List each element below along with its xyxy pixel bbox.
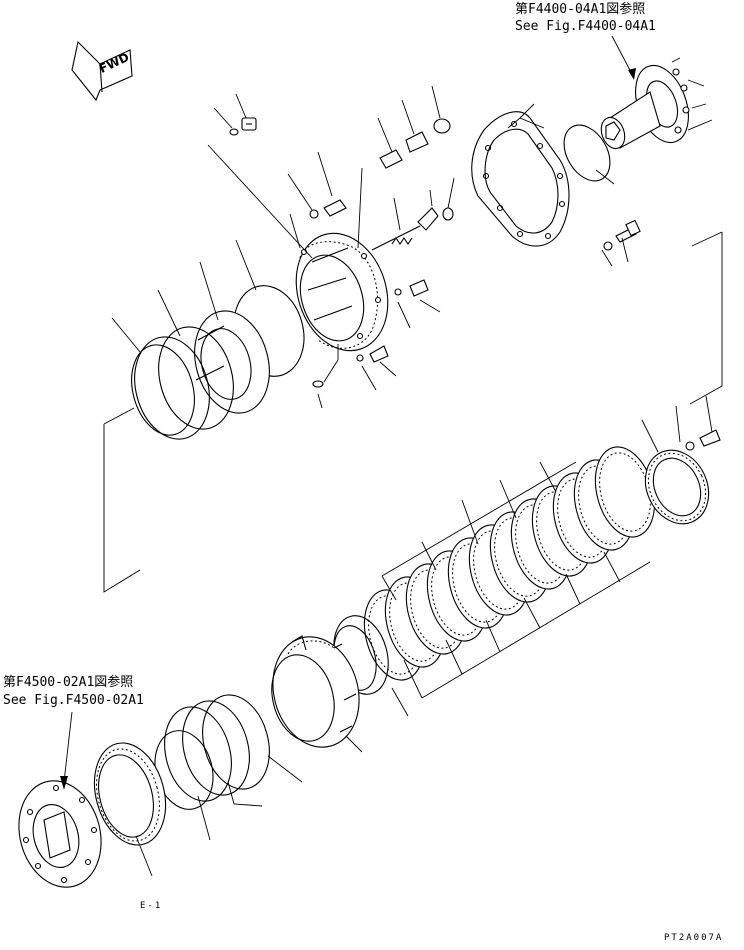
- leader-lines: [104, 58, 722, 876]
- clutch-drum: [261, 627, 371, 757]
- dowel-pin: [230, 129, 238, 135]
- ref-left-jp: 第F4500-02A1図参照: [3, 674, 133, 690]
- reference-arrow-top: [612, 36, 636, 80]
- inner-seal: [124, 328, 220, 447]
- bolt-a: [380, 150, 402, 168]
- o-ring: [555, 117, 620, 189]
- output-hub: [597, 58, 698, 152]
- bolt-housing-bottom: [357, 346, 388, 362]
- cover-plate: [472, 112, 569, 246]
- bolt-b: [406, 132, 428, 152]
- bolt-washer-gear: [686, 430, 720, 450]
- plug-top: [242, 118, 256, 130]
- bolt-washer-right: [604, 220, 640, 250]
- plug-c: [434, 119, 450, 133]
- piston: [184, 302, 280, 421]
- reference-arrow-left: [60, 712, 72, 790]
- spring-assembly: [372, 208, 453, 250]
- lower-seal-b: [173, 693, 260, 802]
- snap-ring: [122, 338, 204, 442]
- ref-left-en: See Fig.F4500-02A1: [3, 693, 144, 708]
- carrier-flange: [7, 771, 112, 896]
- fwd-label: FWD: [97, 50, 131, 76]
- fwd-arrow-icon: FWD: [72, 42, 132, 100]
- leader-plate: [508, 104, 544, 128]
- clutch-housing: [282, 221, 403, 362]
- bolt-housing-side: [395, 280, 428, 296]
- bearing: [84, 735, 177, 853]
- drawing-code: PT2A007A: [664, 933, 723, 943]
- lower-seal-a: [193, 687, 280, 796]
- small-mark: E-1: [140, 901, 162, 911]
- pin-housing: [313, 381, 323, 387]
- ref-top-right-en: See Fig.F4400-04A1: [515, 19, 656, 34]
- lower-seal-c: [155, 699, 242, 808]
- piston-ring: [148, 318, 244, 437]
- bolt-washer-mid: [310, 200, 346, 218]
- ref-top-right-jp: 第F4400-04A1図参照: [515, 1, 645, 17]
- ring-gear: [634, 440, 720, 534]
- clutch-plate-pack: [355, 440, 664, 686]
